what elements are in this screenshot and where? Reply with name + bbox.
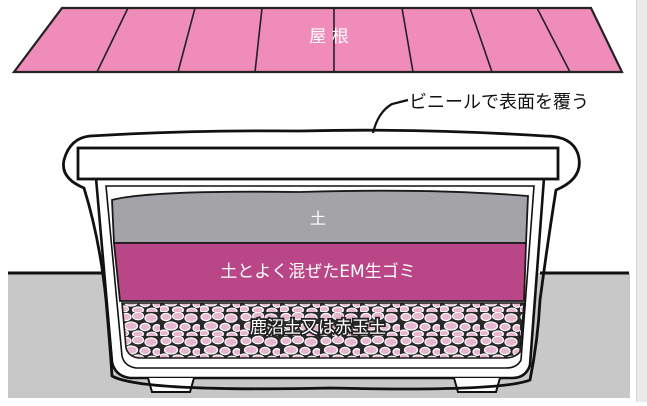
roof: 屋 根	[11, 6, 624, 74]
layer-soil-label: 土	[310, 209, 326, 228]
roof-label: 屋 根	[309, 27, 348, 47]
compost-container: 土 土とよく混ぜたEM生ゴミ 鹿沼土又は赤玉土	[76, 146, 560, 393]
container-rim	[76, 146, 560, 181]
vinyl-cover	[62, 128, 581, 391]
layer-em-mix	[113, 242, 527, 302]
roof-seams	[96, 7, 571, 73]
container-inner-wall	[105, 185, 535, 369]
layer-em-mix-label: 土とよく混ぜたEM生ゴミ	[220, 261, 415, 282]
cover-label: ビニールで表面を覆う	[409, 92, 589, 113]
cover-leader-line	[371, 98, 409, 134]
roof-panel	[11, 6, 624, 74]
page-edge-strip	[636, 0, 647, 402]
layer-pebbles-outline	[121, 302, 525, 359]
layer-pebbles-label: 鹿沼土又は赤玉土	[250, 318, 386, 338]
layer-soil	[111, 189, 529, 244]
layer-pebbles	[122, 303, 524, 358]
